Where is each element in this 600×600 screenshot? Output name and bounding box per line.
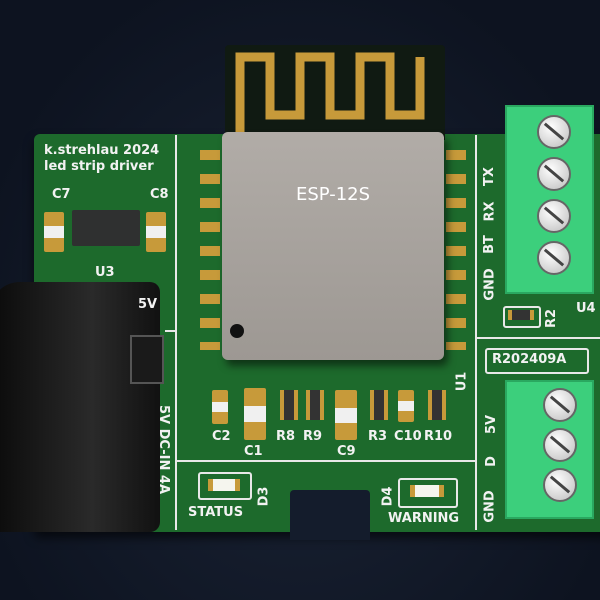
screw-gnd-bottom[interactable] — [543, 468, 577, 502]
led-d3 — [208, 479, 240, 491]
label-c1: C1 — [244, 444, 263, 459]
antenna-trace-icon — [235, 52, 425, 140]
revision-label: R202409A — [492, 352, 567, 367]
pin-label-rx: RX — [482, 201, 498, 222]
label-u3: U3 — [95, 265, 115, 280]
silk-divider — [475, 337, 600, 339]
silk-divider — [475, 135, 477, 530]
label-r10: R10 — [424, 429, 453, 444]
label-warning: WARNING — [388, 511, 460, 526]
label-status: STATUS — [188, 505, 244, 520]
resistor-r3 — [370, 390, 388, 420]
capacitor-c8 — [146, 212, 166, 252]
label-u1: U1 — [454, 371, 470, 392]
resistor-r2 — [508, 310, 534, 320]
label-d3: D3 — [256, 486, 272, 507]
capacitor-c2 — [212, 390, 228, 424]
label-c7: C7 — [52, 187, 71, 202]
resistor-r8 — [280, 390, 298, 420]
pin-label-bt: BT — [481, 235, 497, 254]
module-pads-left — [200, 150, 220, 350]
label-c10: C10 — [394, 429, 422, 444]
silk-divider — [165, 330, 175, 332]
pin-label-gnd-bottom: GND — [482, 490, 498, 523]
jack-pin — [130, 335, 164, 384]
label-r3: R3 — [368, 429, 388, 444]
resistor-outline-r2 — [503, 306, 541, 328]
board-cutout — [290, 490, 370, 540]
label-dc-in: 5V DC-IN 4A — [156, 405, 171, 495]
label-c2: C2 — [212, 429, 231, 444]
led-d4 — [410, 485, 444, 497]
revision-box — [485, 348, 589, 374]
screw-bt[interactable] — [537, 199, 571, 233]
wifi-antenna — [225, 45, 445, 140]
label-r2: R2 — [544, 308, 560, 329]
capacitor-c7 — [44, 212, 64, 252]
pin1-dot — [230, 324, 244, 338]
screw-tx[interactable] — [537, 115, 571, 149]
label-d4: D4 — [380, 486, 396, 507]
module-label: ESP-12S — [295, 184, 371, 205]
capacitor-c1 — [244, 388, 266, 440]
silk-divider — [175, 135, 177, 530]
label-r8: R8 — [276, 429, 296, 444]
led-outline-d4 — [398, 478, 458, 508]
label-c9: C9 — [337, 444, 356, 459]
terminal-block-top — [505, 105, 594, 294]
screw-d[interactable] — [543, 428, 577, 462]
pin-label-d: D — [483, 456, 499, 467]
pin-label-gnd: GND — [482, 268, 498, 301]
dc-power-jack — [0, 282, 160, 532]
board-title: k.strehlau 2024 — [44, 143, 160, 158]
resistor-r10 — [428, 390, 446, 420]
screw-gnd[interactable] — [537, 241, 571, 275]
screw-5v[interactable] — [543, 388, 577, 422]
capacitor-c9 — [335, 390, 357, 440]
resistor-r9 — [306, 390, 324, 420]
label-u4: U4 — [576, 301, 596, 316]
silk-divider — [175, 460, 475, 462]
regulator-chip-u3 — [72, 210, 140, 246]
module-pads-right — [446, 150, 466, 350]
capacitor-c10 — [398, 390, 414, 422]
label-c8: C8 — [150, 187, 169, 202]
led-outline-d3 — [198, 472, 252, 500]
screw-rx[interactable] — [537, 157, 571, 191]
label-5v-top: 5V — [138, 297, 158, 312]
pin-label-5v: 5V — [484, 414, 500, 435]
esp-module-shield: ESP-12S — [222, 132, 444, 360]
label-r9: R9 — [303, 429, 323, 444]
board-subtitle: led strip driver — [44, 159, 154, 174]
terminal-block-bottom — [505, 380, 594, 519]
pin-label-tx: TX — [481, 167, 497, 186]
